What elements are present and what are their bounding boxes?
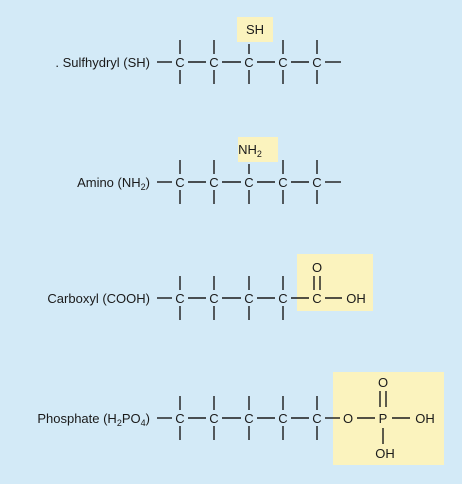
carbon-atom: C xyxy=(209,55,218,70)
row-carboxyl: Carboxyl (COOH) C C C C O C OH xyxy=(47,254,373,320)
phosphate-phosphorus-label: P xyxy=(379,411,388,426)
carbon-atom: C xyxy=(209,291,218,306)
row-sulfhydryl: . Sulfhydryl (SH) C C C C C SH xyxy=(55,17,341,84)
carbon-atom: C xyxy=(312,411,321,426)
sulfhydryl-highlight-box xyxy=(237,17,273,42)
carbon-atom: C xyxy=(278,55,287,70)
carbon-atom: C xyxy=(244,411,253,426)
carbon-atom: C xyxy=(278,175,287,190)
carbon-atom: C xyxy=(175,175,184,190)
row-label-phosphate: Phosphate (H2PO4) xyxy=(37,411,150,428)
carbon-atom: C xyxy=(244,175,253,190)
carbon-atom: C xyxy=(209,411,218,426)
phosphate-top-oxygen-label: O xyxy=(378,375,388,390)
carbon-atom: C xyxy=(312,175,321,190)
phosphate-right-hydroxyl-label: OH xyxy=(415,411,435,426)
carbon-atom: C xyxy=(175,411,184,426)
carbon-atom: C xyxy=(312,55,321,70)
row-label-amino: Amino (NH2) xyxy=(77,175,150,192)
amino-group-label: NH2 xyxy=(238,142,262,159)
carboxyl-hydroxyl-label: OH xyxy=(346,291,366,306)
carbon-atom: C xyxy=(175,55,184,70)
carboxyl-highlight-box xyxy=(297,254,373,311)
row-phosphate: Phosphate (H2PO4) C C C C C O P O OH OH xyxy=(37,372,444,465)
carbon-atom: C xyxy=(278,411,287,426)
row-amino: Amino (NH2) C C C C C NH2 xyxy=(77,137,341,204)
row-label-carboxyl: Carboxyl (COOH) xyxy=(47,291,150,306)
amino-highlight-box xyxy=(238,137,278,162)
carboxyl-carbon-label: C xyxy=(312,291,321,306)
row-label-sulfhydryl: . Sulfhydryl (SH) xyxy=(55,55,150,70)
carbon-atom: C xyxy=(175,291,184,306)
carbon-atom: C xyxy=(278,291,287,306)
phosphate-bottom-hydroxyl-label: OH xyxy=(375,446,395,461)
carbon-atom: C xyxy=(244,55,253,70)
carboxyl-oxygen-label: O xyxy=(312,260,322,275)
carbon-atom: C xyxy=(209,175,218,190)
sulfhydryl-group-label: SH xyxy=(246,22,264,37)
phosphate-bridging-oxygen-label: O xyxy=(343,411,353,426)
phosphate-highlight-box xyxy=(333,372,444,465)
carbon-atom: C xyxy=(244,291,253,306)
